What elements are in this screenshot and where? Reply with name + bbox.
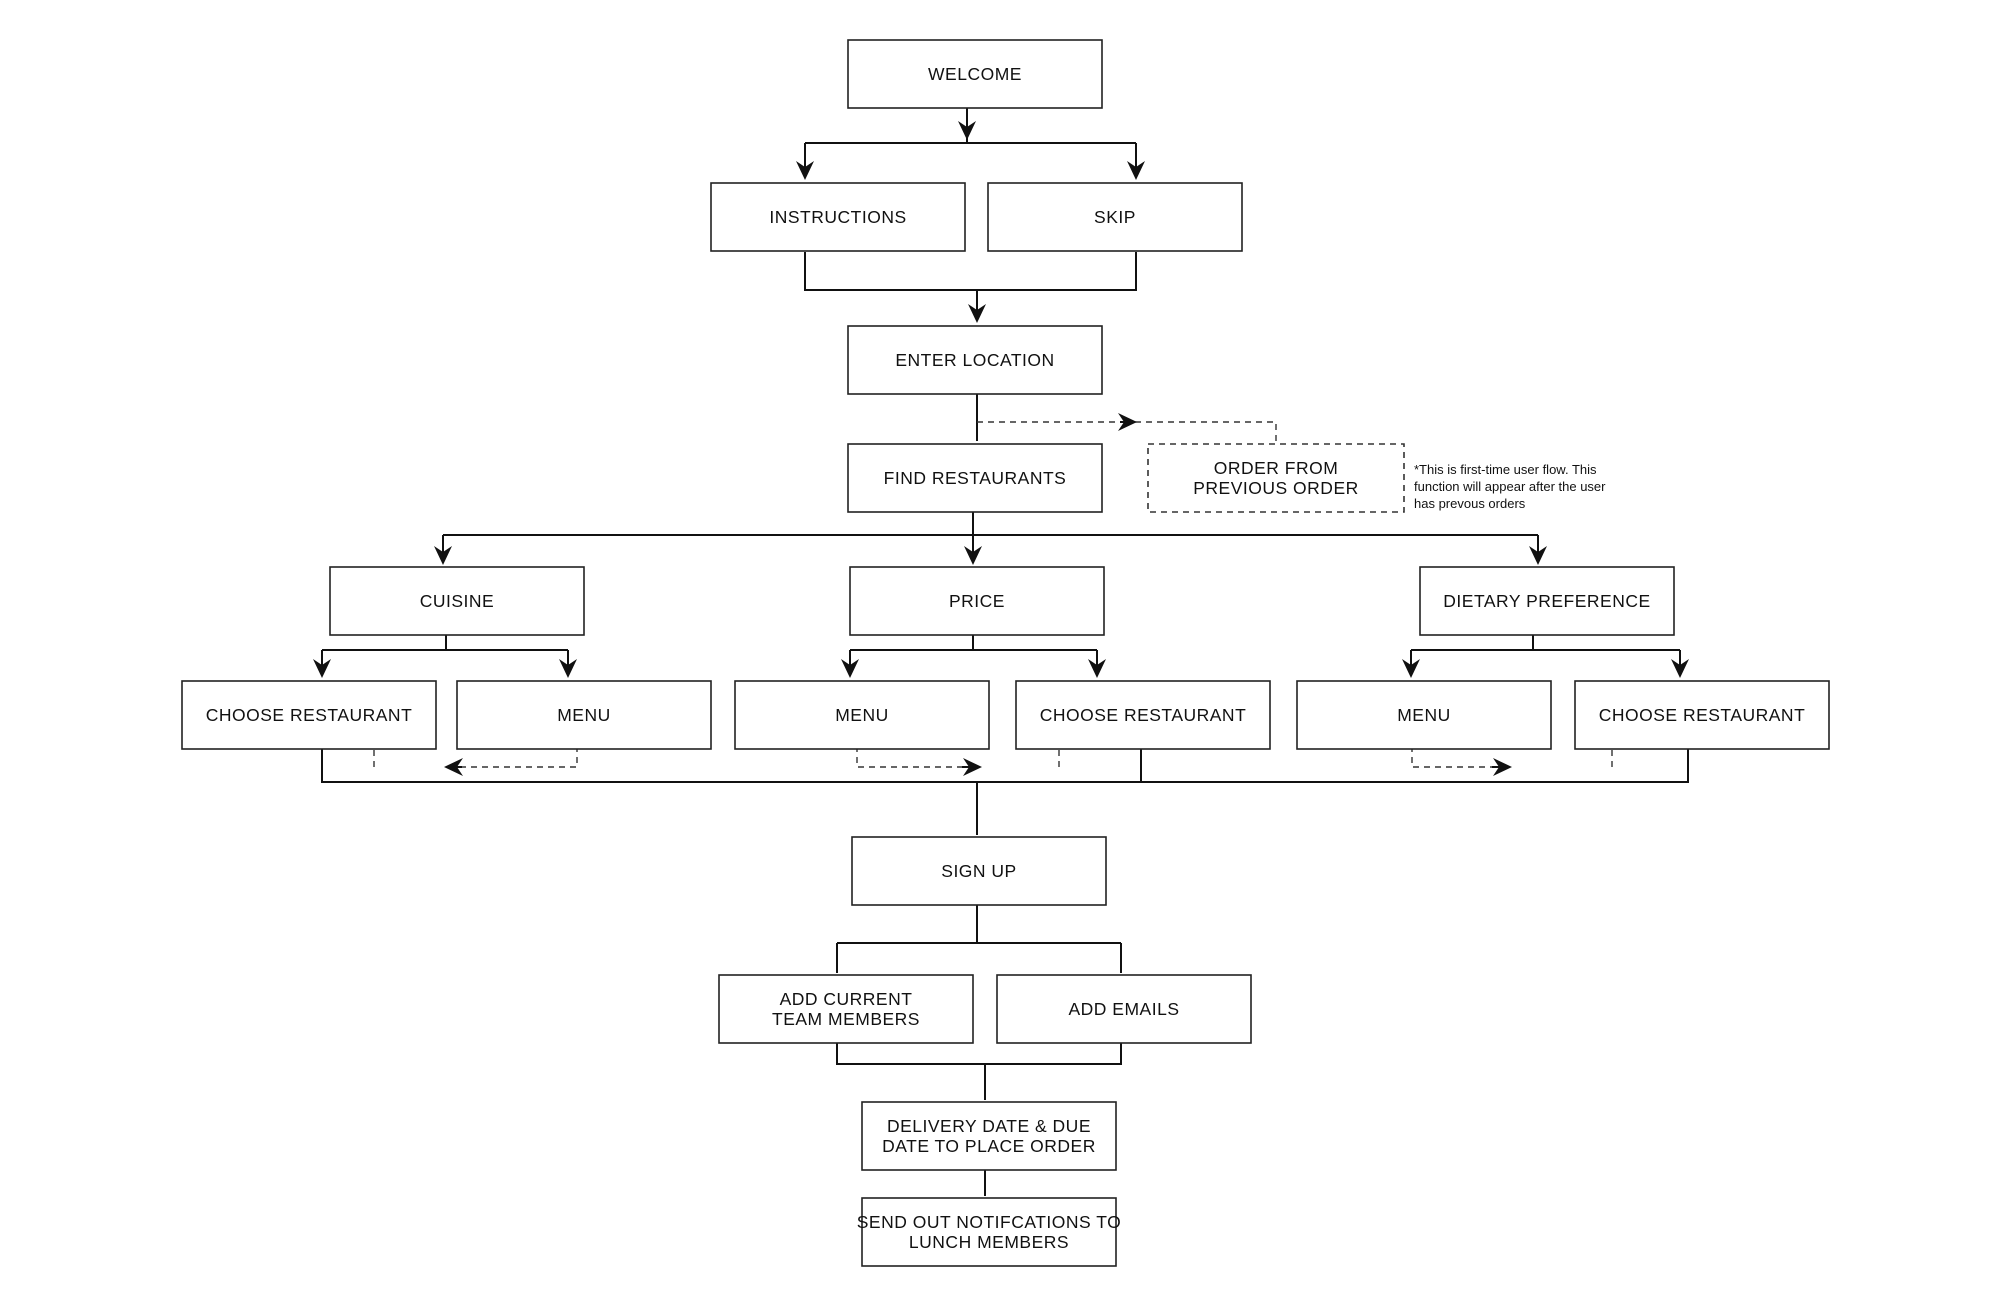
box-cuisine: CUISINE [329,566,585,636]
box-cuisine-choose-restaurant: CHOOSE RESTAURANT [181,680,437,750]
box-frame [861,1197,1117,1267]
box-cuisine-menu: MENU [456,680,712,750]
box-price-choose-restaurant: CHOOSE RESTAURANT [1015,680,1271,750]
box-frame [847,443,1103,513]
box-frame [849,566,1105,636]
box-frame [1574,680,1830,750]
first-time-user-note: *This is first-time user flow. This func… [1414,461,1654,512]
connector-dietary-menu-loop [1411,746,1613,768]
box-frame [1419,566,1675,636]
box-label-line: MENU [835,705,889,725]
connector-find-split [443,511,1538,536]
box-find-restaurants: FIND RESTAURANTS [847,443,1103,513]
box-price-menu: MENU [734,680,990,750]
box-label-line: ENTER LOCATION [895,350,1054,370]
box-frame [1296,680,1552,750]
box-frame [181,680,437,750]
box-label-line: SIGN UP [941,861,1016,881]
box-frame [456,680,712,750]
connectors [313,108,1689,1196]
box-instructions: INSTRUCTIONS [710,182,966,252]
connector-cuisine-split [322,634,568,651]
box-frame [851,836,1107,906]
box-enter-location: ENTER LOCATION [847,325,1103,395]
connector-merge-to-location [804,252,1137,291]
box-welcome: WELCOME [847,39,1103,109]
box-label-line: FIND RESTAURANTS [884,468,1067,488]
connector-welcome-split [805,108,1136,144]
box-label-line: SEND OUT NOTIFCATIONS TO [857,1212,1121,1232]
box-frame [847,325,1103,395]
box-frame [734,680,990,750]
connector-merge-to-delivery [836,1041,1122,1100]
note-line-3: has prevous orders [1414,496,1526,511]
box-sign-up: SIGN UP [851,836,1107,906]
box-add-emails: ADD EMAILS [996,974,1252,1044]
box-label-line: DATE TO PLACE ORDER [882,1136,1096,1156]
box-dietary-preference: DIETARY PREFERENCE [1419,566,1675,636]
box-label-line: CHOOSE RESTAURANT [206,705,413,725]
box-label-line: ADD CURRENT [780,989,913,1009]
box-frame [1147,443,1405,513]
connector-price-menu-loop [856,746,1060,768]
connector-order-previous-branch [1135,421,1277,441]
box-frame [710,182,966,252]
connector-merge-to-signup [321,746,1689,835]
box-label-line: SKIP [1094,207,1136,227]
box-label-line: PRICE [949,591,1005,611]
box-frame [1015,680,1271,750]
connector-cuisine-menu-loop [373,746,578,768]
boxes: WELCOME INSTRUCTIONS SKIP ENTER LOCATION FIN… [181,39,1830,1267]
box-label-line: CHOOSE RESTAURANT [1599,705,1806,725]
note-line-2: function will appear after the user [1414,479,1606,494]
box-label-line: CHOOSE RESTAURANT [1040,705,1247,725]
box-frame [861,1101,1117,1171]
box-label-line: DELIVERY DATE & DUE [887,1116,1091,1136]
box-label-line: DIETARY PREFERENCE [1443,591,1650,611]
connector-price-split [850,634,1097,651]
connector-dietary-split [1411,634,1680,651]
connector-signup-split [836,905,1122,973]
box-label-line: WELCOME [928,64,1022,84]
box-label-line: TEAM MEMBERS [772,1009,920,1029]
box-frame [847,39,1103,109]
box-label-line: MENU [1397,705,1451,725]
box-frame [718,974,974,1044]
box-dietary-choose-restaurant: CHOOSE RESTAURANT [1574,680,1830,750]
box-label-line: INSTRUCTIONS [769,207,906,227]
box-label-line: ADD EMAILS [1069,999,1180,1019]
box-label-line: CUISINE [420,591,494,611]
note-line-1: *This is first-time user flow. This [1414,462,1597,477]
box-label-line: PREVIOUS ORDER [1193,478,1359,498]
box-frame [987,182,1243,252]
box-label-line: MENU [557,705,611,725]
box-skip: SKIP [987,182,1243,252]
box-frame [996,974,1252,1044]
box-label-line: LUNCH MEMBERS [909,1232,1069,1252]
box-label-line: ORDER FROM [1214,458,1339,478]
box-frame [329,566,585,636]
box-price: PRICE [849,566,1105,636]
box-dietary-menu: MENU [1296,680,1552,750]
